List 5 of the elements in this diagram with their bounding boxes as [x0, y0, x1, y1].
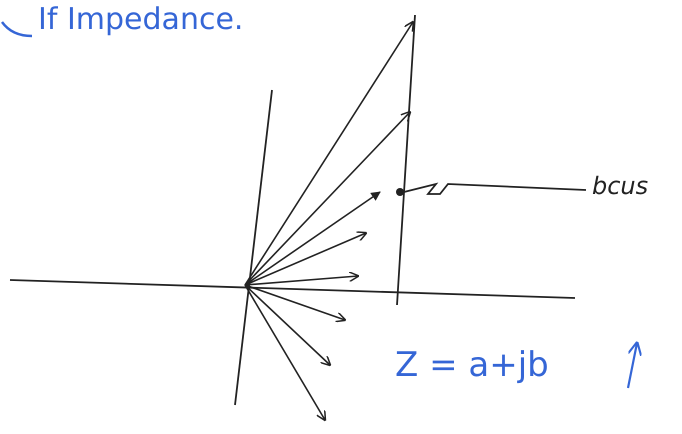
handwritten-note: If Impedance. [38, 2, 244, 37]
handwritten-note: Z = a+jb [395, 345, 549, 385]
locus-point [396, 188, 404, 196]
locus-label: bcus [592, 172, 648, 200]
leader-line [404, 182, 586, 195]
